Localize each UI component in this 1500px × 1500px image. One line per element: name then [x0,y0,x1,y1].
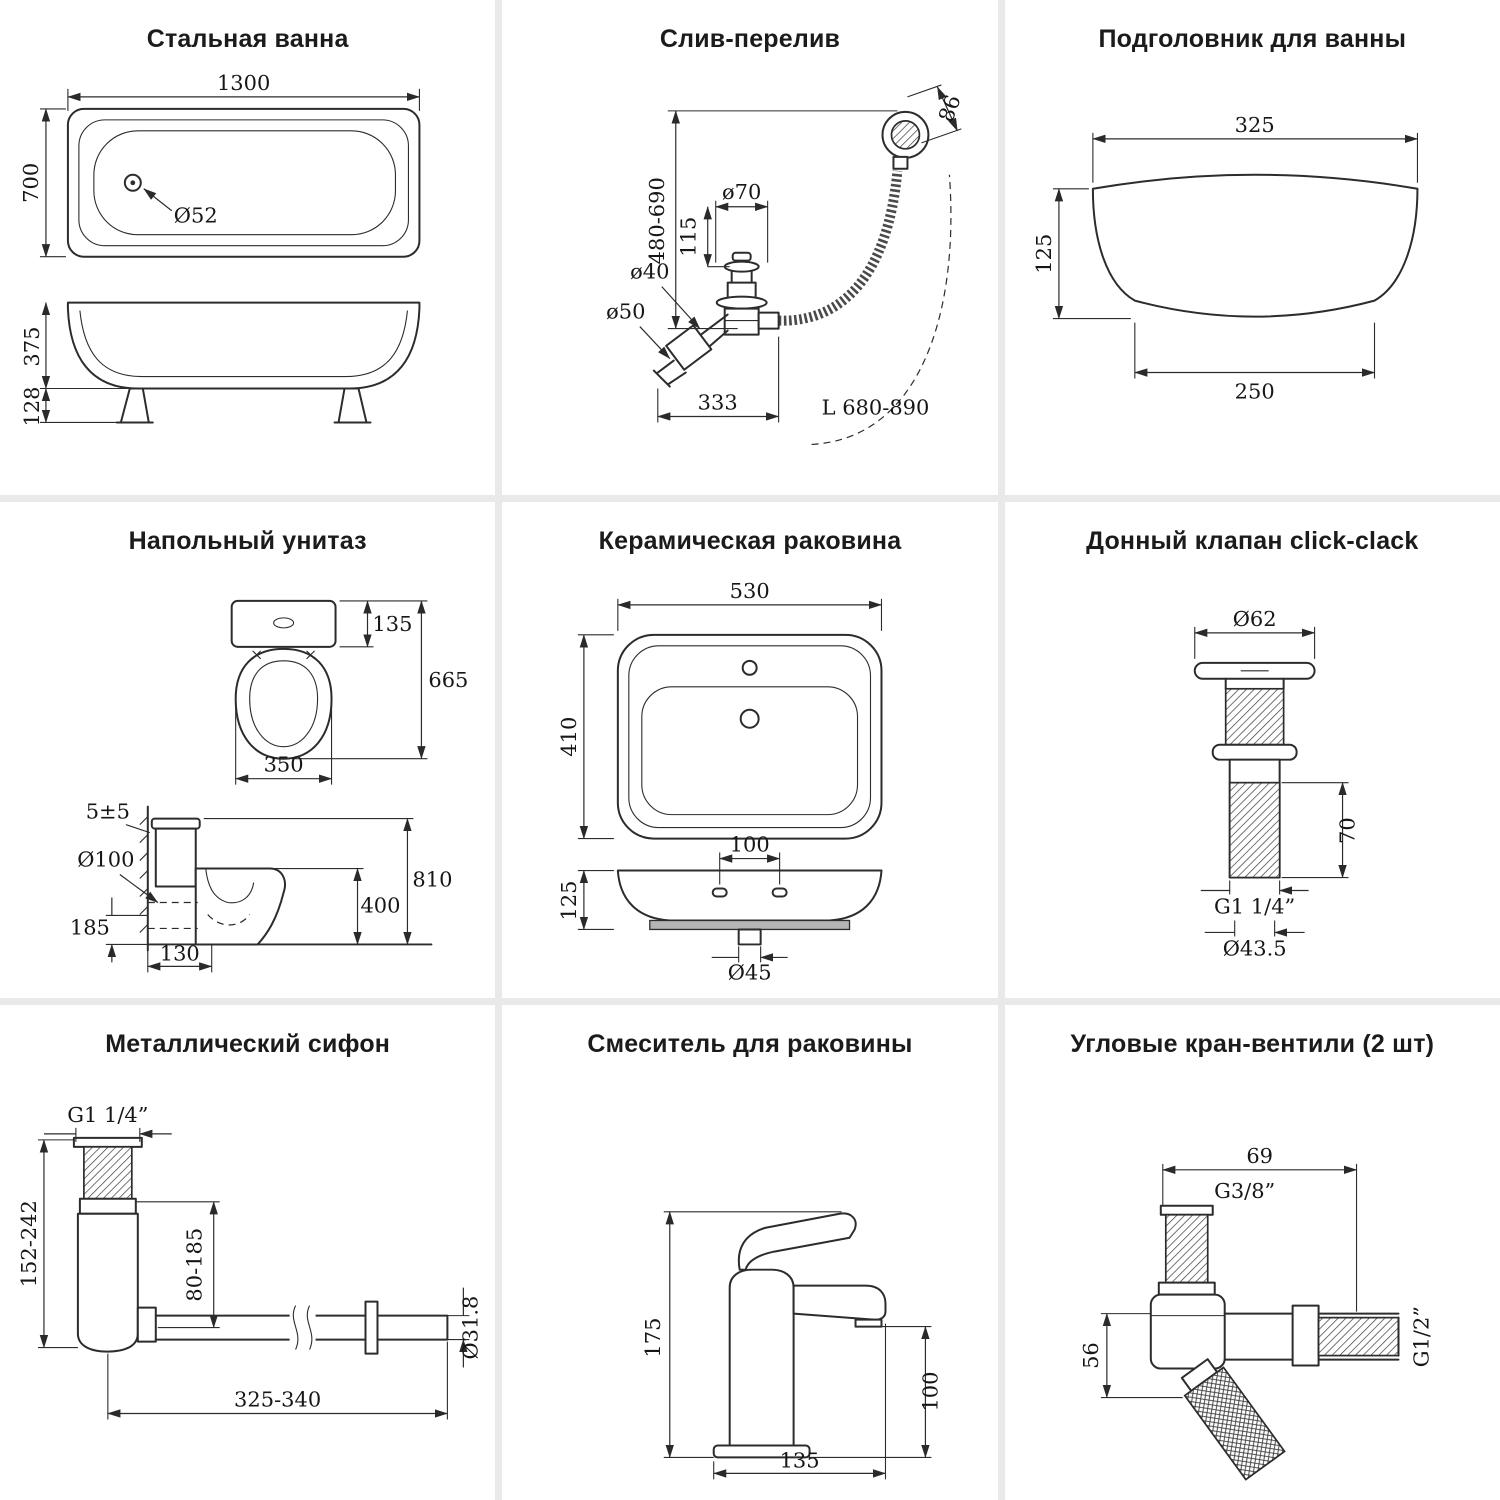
panel-title: Подголовник для ванны [1098,25,1407,53]
dim-label-thread: G1 1/4” [1214,895,1295,919]
overflow-dimensions: 86 480-690 ø70 115 ø40 ø50 333 L 680-890 [607,84,966,423]
panel-title: Напольный унитаз [128,527,367,556]
sink-top-view [617,634,883,840]
dim-label-width: 530 [730,579,770,603]
siphon-drawing: G1 1/4” 80-185 152-242 325-340 Ø31.8 [17,1103,482,1420]
panel-ceramic-sink: Керамическая раковина 530 [502,502,998,998]
panel-drain-overflow: Слив-перелив [502,0,998,496]
panel-title: Слив-перелив [659,25,841,53]
dim-label-inlet: G3/8” [1214,1178,1275,1202]
dim-label-tank: 135 [372,612,412,636]
dim-label-range: 480-690 [645,177,669,264]
dim-label-head: 86 [934,92,966,125]
mixer-dimensions: 175 100 135 [641,1210,943,1480]
dim-label-length: 1300 [217,71,270,95]
headrest-drawing: 325 125 250 [1032,113,1419,404]
dim-label-height: 152-242 [17,1200,41,1287]
drain-assembly [716,251,780,336]
drain-overflow-drawing: 86 480-690 ø70 115 ø40 ø50 333 L 680-890 [607,84,966,446]
dim-label-height: 175 [641,1317,665,1357]
dim-label-bowl: 350 [264,753,304,777]
click-clack-drawing: Ø62 70 G1 1/4” Ø43.5 [1193,607,1359,961]
bath-side-view [66,301,421,424]
sink-dimensions: 530 410 100 125 Ø45 [557,579,883,985]
dim-label-gap: 5±5 [86,800,130,824]
dim-label-spout-h: 100 [919,1371,943,1411]
dim-label-total-h: 810 [412,868,452,892]
mixer-drawing: 175 100 135 [641,1210,943,1480]
angle-valve-body [1149,1204,1400,1481]
dim-label-outlet: G1/2” [1409,1306,1433,1367]
bath-top-view [66,107,421,258]
panel-siphon: Металлический сифон G1 1/4” 80-185 [0,1004,496,1500]
panel-click-clack: Донный клапан click-clack Ø62 70 [1004,502,1500,998]
toilet-side-view [139,805,433,952]
dim-label-thread: G1 1/4” [67,1103,148,1127]
valve-body [1193,662,1316,879]
dim-label-cap: Ø62 [1232,607,1276,631]
dim-label-d50: ø50 [607,300,646,324]
dim-label-depth: 375 [20,327,44,367]
overflow-head [881,110,930,170]
dim-label-length: 325-340 [234,1387,321,1411]
mixer-body [713,1212,887,1459]
dim-label-width: 700 [19,163,43,203]
panel-steel-bath: Стальная ванна 1300 [0,0,496,496]
dim-label-depth: 665 [428,668,468,692]
dim-label-seat-h: 400 [360,894,400,918]
valve-dimensions: Ø62 70 G1 1/4” Ø43.5 [1193,607,1359,961]
dim-label-side: 125 [1032,234,1056,274]
angle-valve-dimensions: 69 G3/8” G1/2” 56 [1079,1143,1433,1398]
panel-valves: Угловые кран-вентили (2 шт) [1004,1004,1500,1500]
panel-title: Стальная ванна [146,25,349,53]
ceramic-sink-drawing: 530 410 100 125 Ø45 [557,579,883,985]
dim-label-width: 69 [1246,1143,1273,1167]
dim-label-d70: ø70 [722,180,761,204]
dim-label-holes: 100 [730,833,770,857]
dim-label-pipe: Ø31.8 [458,1295,482,1359]
headrest-outline [1091,173,1419,318]
dim-label-top: 325 [1234,113,1274,137]
side-outlet-pipe [653,313,730,388]
dim-label-h115: 115 [677,217,701,257]
dim-label-drain: Ø52 [174,204,218,228]
dim-label-thread-len: 70 [1335,818,1359,845]
dim-label-height: 56 [1079,1342,1103,1369]
panel-title: Угловые кран-вентили (2 шт) [1070,1029,1435,1058]
panel-toilet: Напольный унитаз [0,502,496,998]
siphon-body [72,1136,449,1355]
hose-length-curve [811,174,952,446]
siphon-dimensions: G1 1/4” 80-185 152-242 325-340 Ø31.8 [17,1103,482,1420]
panel-title: Смеситель для раковины [587,1029,913,1058]
panel-title: Керамическая раковина [598,527,902,556]
panel-headrest: Подголовник для ванны 325 125 250 [1004,0,1500,496]
toilet-top-view [230,600,337,761]
headrest-dimensions: 325 125 250 [1032,113,1418,404]
toilet-dimensions: 135 665 350 5±5 Ø100 185 130 810 [70,600,468,973]
valves-drawing: 69 G3/8” G1/2” 56 [1079,1143,1433,1481]
dim-label-drop: 80-185 [183,1227,207,1301]
dim-label-outlet-h: 185 [70,916,110,940]
dim-label-outlet: Ø100 [77,848,134,872]
toilet-drawing: 135 665 350 5±5 Ø100 185 130 810 [70,600,468,973]
dim-label-height: 125 [557,881,581,921]
dim-label-bottom: Ø43.5 [1222,937,1286,961]
dim-label-outlet-x: 130 [160,942,200,966]
dim-label-bottom: 250 [1234,380,1274,404]
corrugated-hose [778,170,903,326]
dim-label-hose-length: L 680-890 [822,395,930,419]
dim-label-w333: 333 [698,390,738,414]
panel-title: Донный клапан click-clack [1086,527,1419,556]
sink-front-view [617,869,883,946]
panel-title: Металлический сифон [105,1029,391,1058]
panel-mixer: Смеситель для раковины 175 100 135 [502,1004,998,1500]
dim-label-drain: Ø45 [728,961,772,985]
bath-dimensions: 1300 700 Ø52 375 128 [19,71,421,427]
steel-bath-drawing: 1300 700 Ø52 375 128 [19,71,421,427]
dim-label-depth: 410 [557,717,581,757]
dim-label-legs: 128 [20,386,44,426]
dim-label-reach: 135 [780,1448,820,1472]
dim-label-d40: ø40 [630,260,669,284]
